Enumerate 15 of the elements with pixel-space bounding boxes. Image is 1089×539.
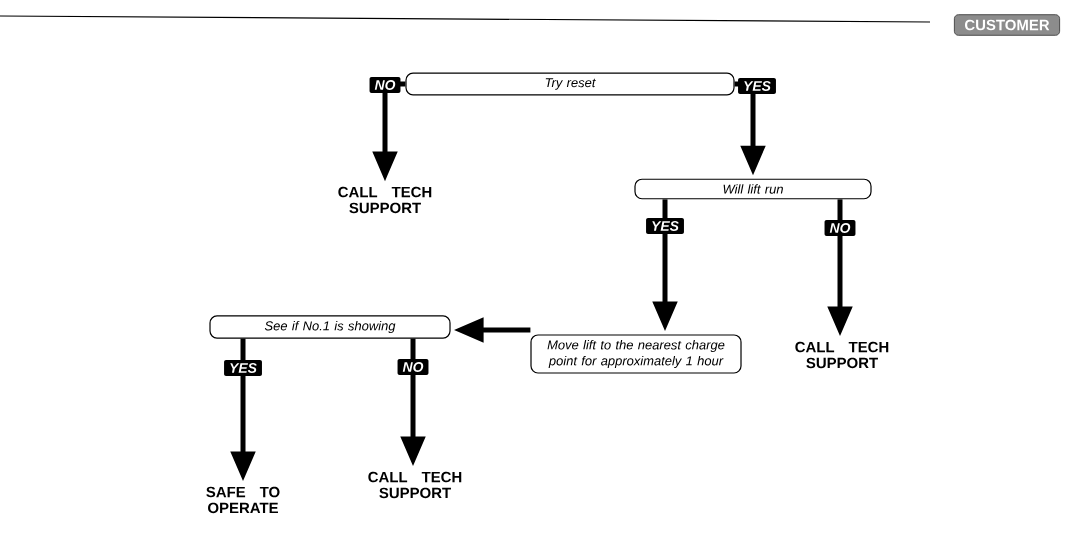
outcome-text: CALL TECH SUPPORT (368, 471, 462, 499)
answer-tag: NO (397, 359, 429, 375)
process-box: See if No.1 is showing (209, 315, 451, 339)
answer-tag: YES (224, 360, 262, 376)
answer-tag: YES (646, 218, 684, 234)
answer-tag: NO (369, 77, 401, 93)
answer-tag: NO (824, 220, 856, 236)
outcome-text: CALL TECH SUPPORT (795, 341, 889, 369)
answer-tag: YES (738, 78, 776, 94)
process-box: Try reset (405, 72, 735, 96)
section-banner: CUSTOMER (953, 14, 1061, 36)
outcome-text: CALL TECH SUPPORT (338, 186, 432, 214)
process-box: Move lift to the nearest charge point for approximately 1 hour (530, 334, 742, 374)
process-box: Will lift run (634, 178, 872, 200)
outcome-text: SAFE TO OPERATE (206, 486, 280, 514)
